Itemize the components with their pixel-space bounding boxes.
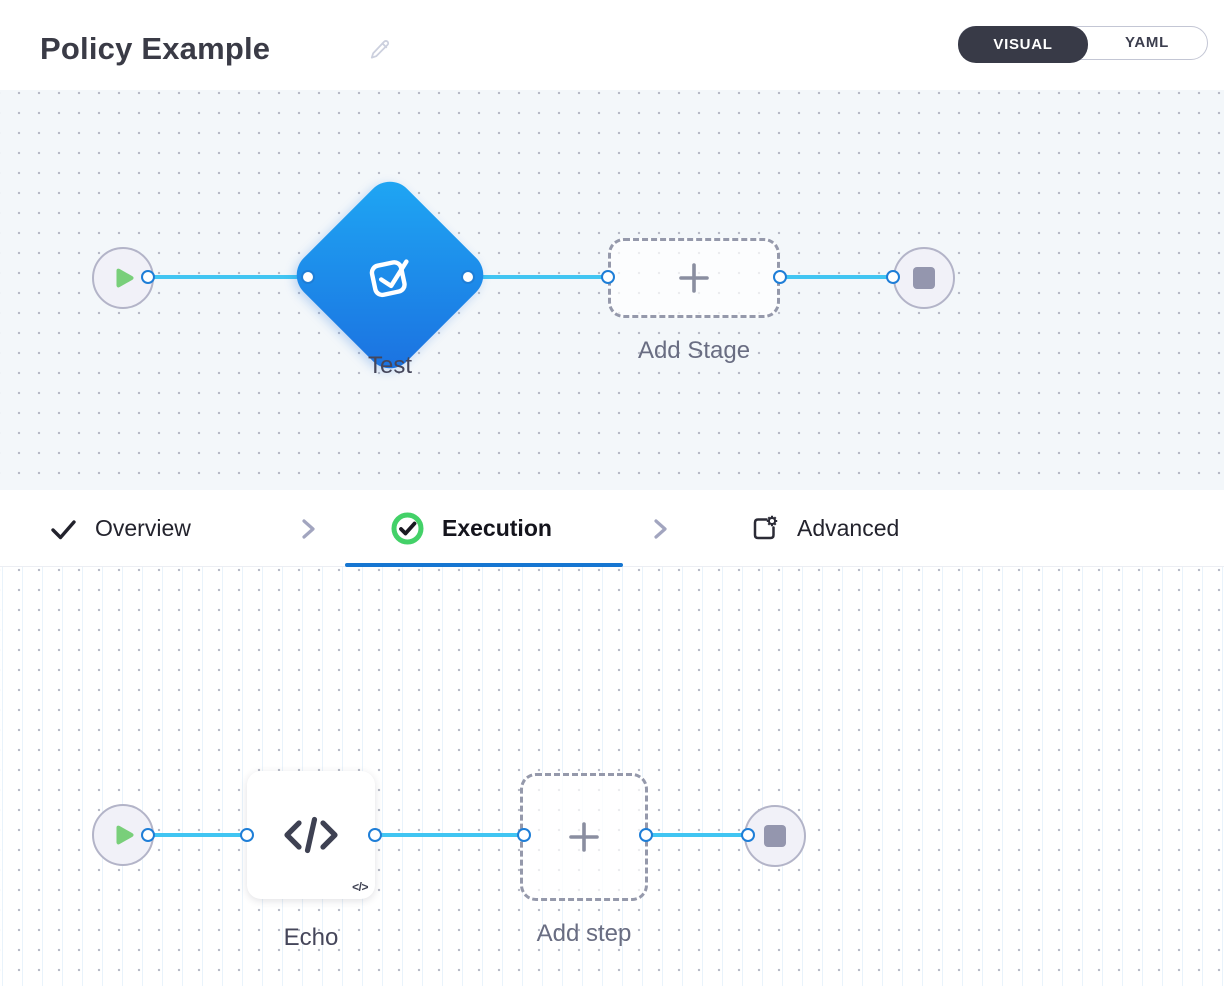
- stage-label: Test: [367, 352, 412, 379]
- add-stage-button[interactable]: [608, 238, 780, 318]
- execution-step-canvas[interactable]: </> Echo Add step: [0, 567, 1224, 986]
- port: [741, 828, 755, 842]
- plus-icon: [569, 822, 599, 852]
- toggle-yaml-button[interactable]: YAML: [1125, 34, 1169, 51]
- tab-execution-label: Execution: [442, 515, 552, 541]
- add-step-button[interactable]: [520, 773, 648, 901]
- pencil-icon[interactable]: [368, 38, 392, 62]
- start-node[interactable]: [92, 804, 154, 866]
- port: [301, 270, 315, 284]
- chevron-right-icon: [654, 519, 667, 539]
- port: [773, 270, 787, 284]
- toggle-visual-button[interactable]: VISUAL: [958, 25, 1088, 63]
- port: [461, 270, 475, 284]
- page-header: Policy Example VISUAL YAML: [0, 0, 1224, 90]
- play-icon: [116, 825, 134, 845]
- port: [886, 270, 900, 284]
- edge-addstep-to-end: [646, 833, 748, 837]
- edge-start-to-step: [148, 833, 247, 837]
- port: [639, 828, 653, 842]
- end-node[interactable]: [893, 247, 955, 309]
- edge-start-to-stage: [148, 275, 308, 279]
- port: [141, 270, 155, 284]
- stop-icon: [764, 825, 786, 847]
- step-node-echo[interactable]: </>: [247, 771, 375, 899]
- code-badge: </>: [352, 880, 368, 894]
- check-circle-icon: [391, 512, 424, 545]
- step-label: Echo: [283, 924, 339, 951]
- port: [368, 828, 382, 842]
- stage-tabbar: Overview Execution Advanced: [0, 490, 1224, 567]
- tab-overview-label: Overview: [95, 515, 191, 541]
- port: [240, 828, 254, 842]
- port: [601, 270, 615, 284]
- play-icon: [116, 268, 134, 288]
- end-node[interactable]: [744, 805, 806, 867]
- active-tab-underline: [345, 563, 623, 567]
- panel-gear-icon: [753, 515, 778, 539]
- edge-stage-to-addstage: [468, 275, 608, 279]
- stop-icon: [913, 267, 935, 289]
- stage-canvas[interactable]: Test Add Stage: [0, 90, 1224, 490]
- add-stage-label: Add Stage: [637, 337, 751, 364]
- code-icon: [284, 816, 338, 854]
- chevron-right-icon: [302, 519, 315, 539]
- port: [517, 828, 531, 842]
- view-mode-toggle: VISUAL YAML: [958, 25, 1208, 63]
- check-square-icon: [369, 259, 409, 298]
- tab-overview[interactable]: Overview: [48, 490, 191, 567]
- edge-addstage-to-end: [780, 275, 893, 279]
- check-icon: [51, 519, 76, 539]
- page-title: Policy Example: [40, 31, 271, 66]
- stage-node-test[interactable]: [286, 171, 494, 379]
- tab-advanced[interactable]: Advanced: [748, 490, 899, 567]
- add-step-label: Add step: [536, 920, 632, 947]
- tab-advanced-label: Advanced: [797, 515, 900, 541]
- port: [141, 828, 155, 842]
- plus-icon: [679, 263, 709, 293]
- edge-step-to-addstep: [375, 833, 524, 837]
- tab-execution[interactable]: Execution: [390, 490, 552, 567]
